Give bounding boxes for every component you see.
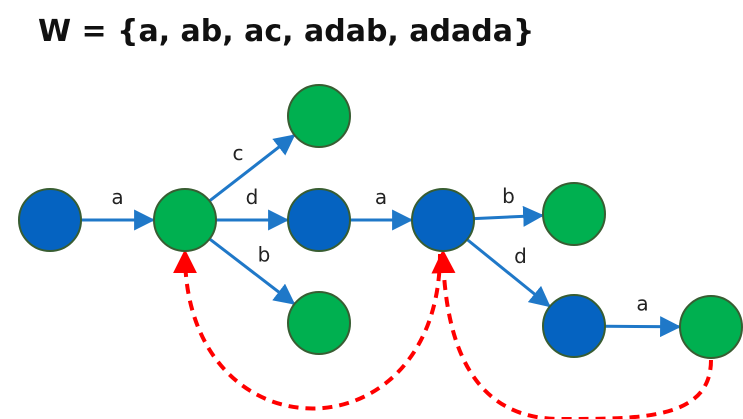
node-a: [153, 188, 217, 252]
edge-label-ada-to-adab: b: [502, 184, 515, 208]
diagram-title: W = {a, ab, ac, adab, adada}: [38, 14, 535, 49]
edge-a-to-ab: [208, 237, 296, 305]
edge-ada-to-adad: [466, 238, 551, 308]
node-ac: [287, 84, 351, 148]
node-root: [18, 188, 82, 252]
node-ada: [411, 188, 475, 252]
edge-label-a-to-ab: b: [258, 243, 271, 267]
edge-ada-to-adab: [473, 205, 545, 227]
failure-link-ada-to-a: [173, 249, 442, 411]
edge-label-a-to-ac: c: [233, 141, 244, 165]
edge-label-root-to-a: a: [111, 185, 123, 209]
edge-a-to-ac: [208, 134, 296, 203]
node-ad: [287, 188, 351, 252]
node-adada: [679, 295, 743, 359]
node-adad: [542, 294, 606, 358]
edge-adad-to-adada: [604, 316, 682, 338]
edge-label-ada-to-adad: d: [514, 244, 527, 268]
node-ab: [287, 291, 351, 355]
node-adab: [542, 182, 606, 246]
edge-label-a-to-ad: d: [246, 185, 259, 209]
edge-label-ad-to-ada: a: [375, 185, 387, 209]
edge-label-adad-to-adada: a: [636, 292, 648, 316]
